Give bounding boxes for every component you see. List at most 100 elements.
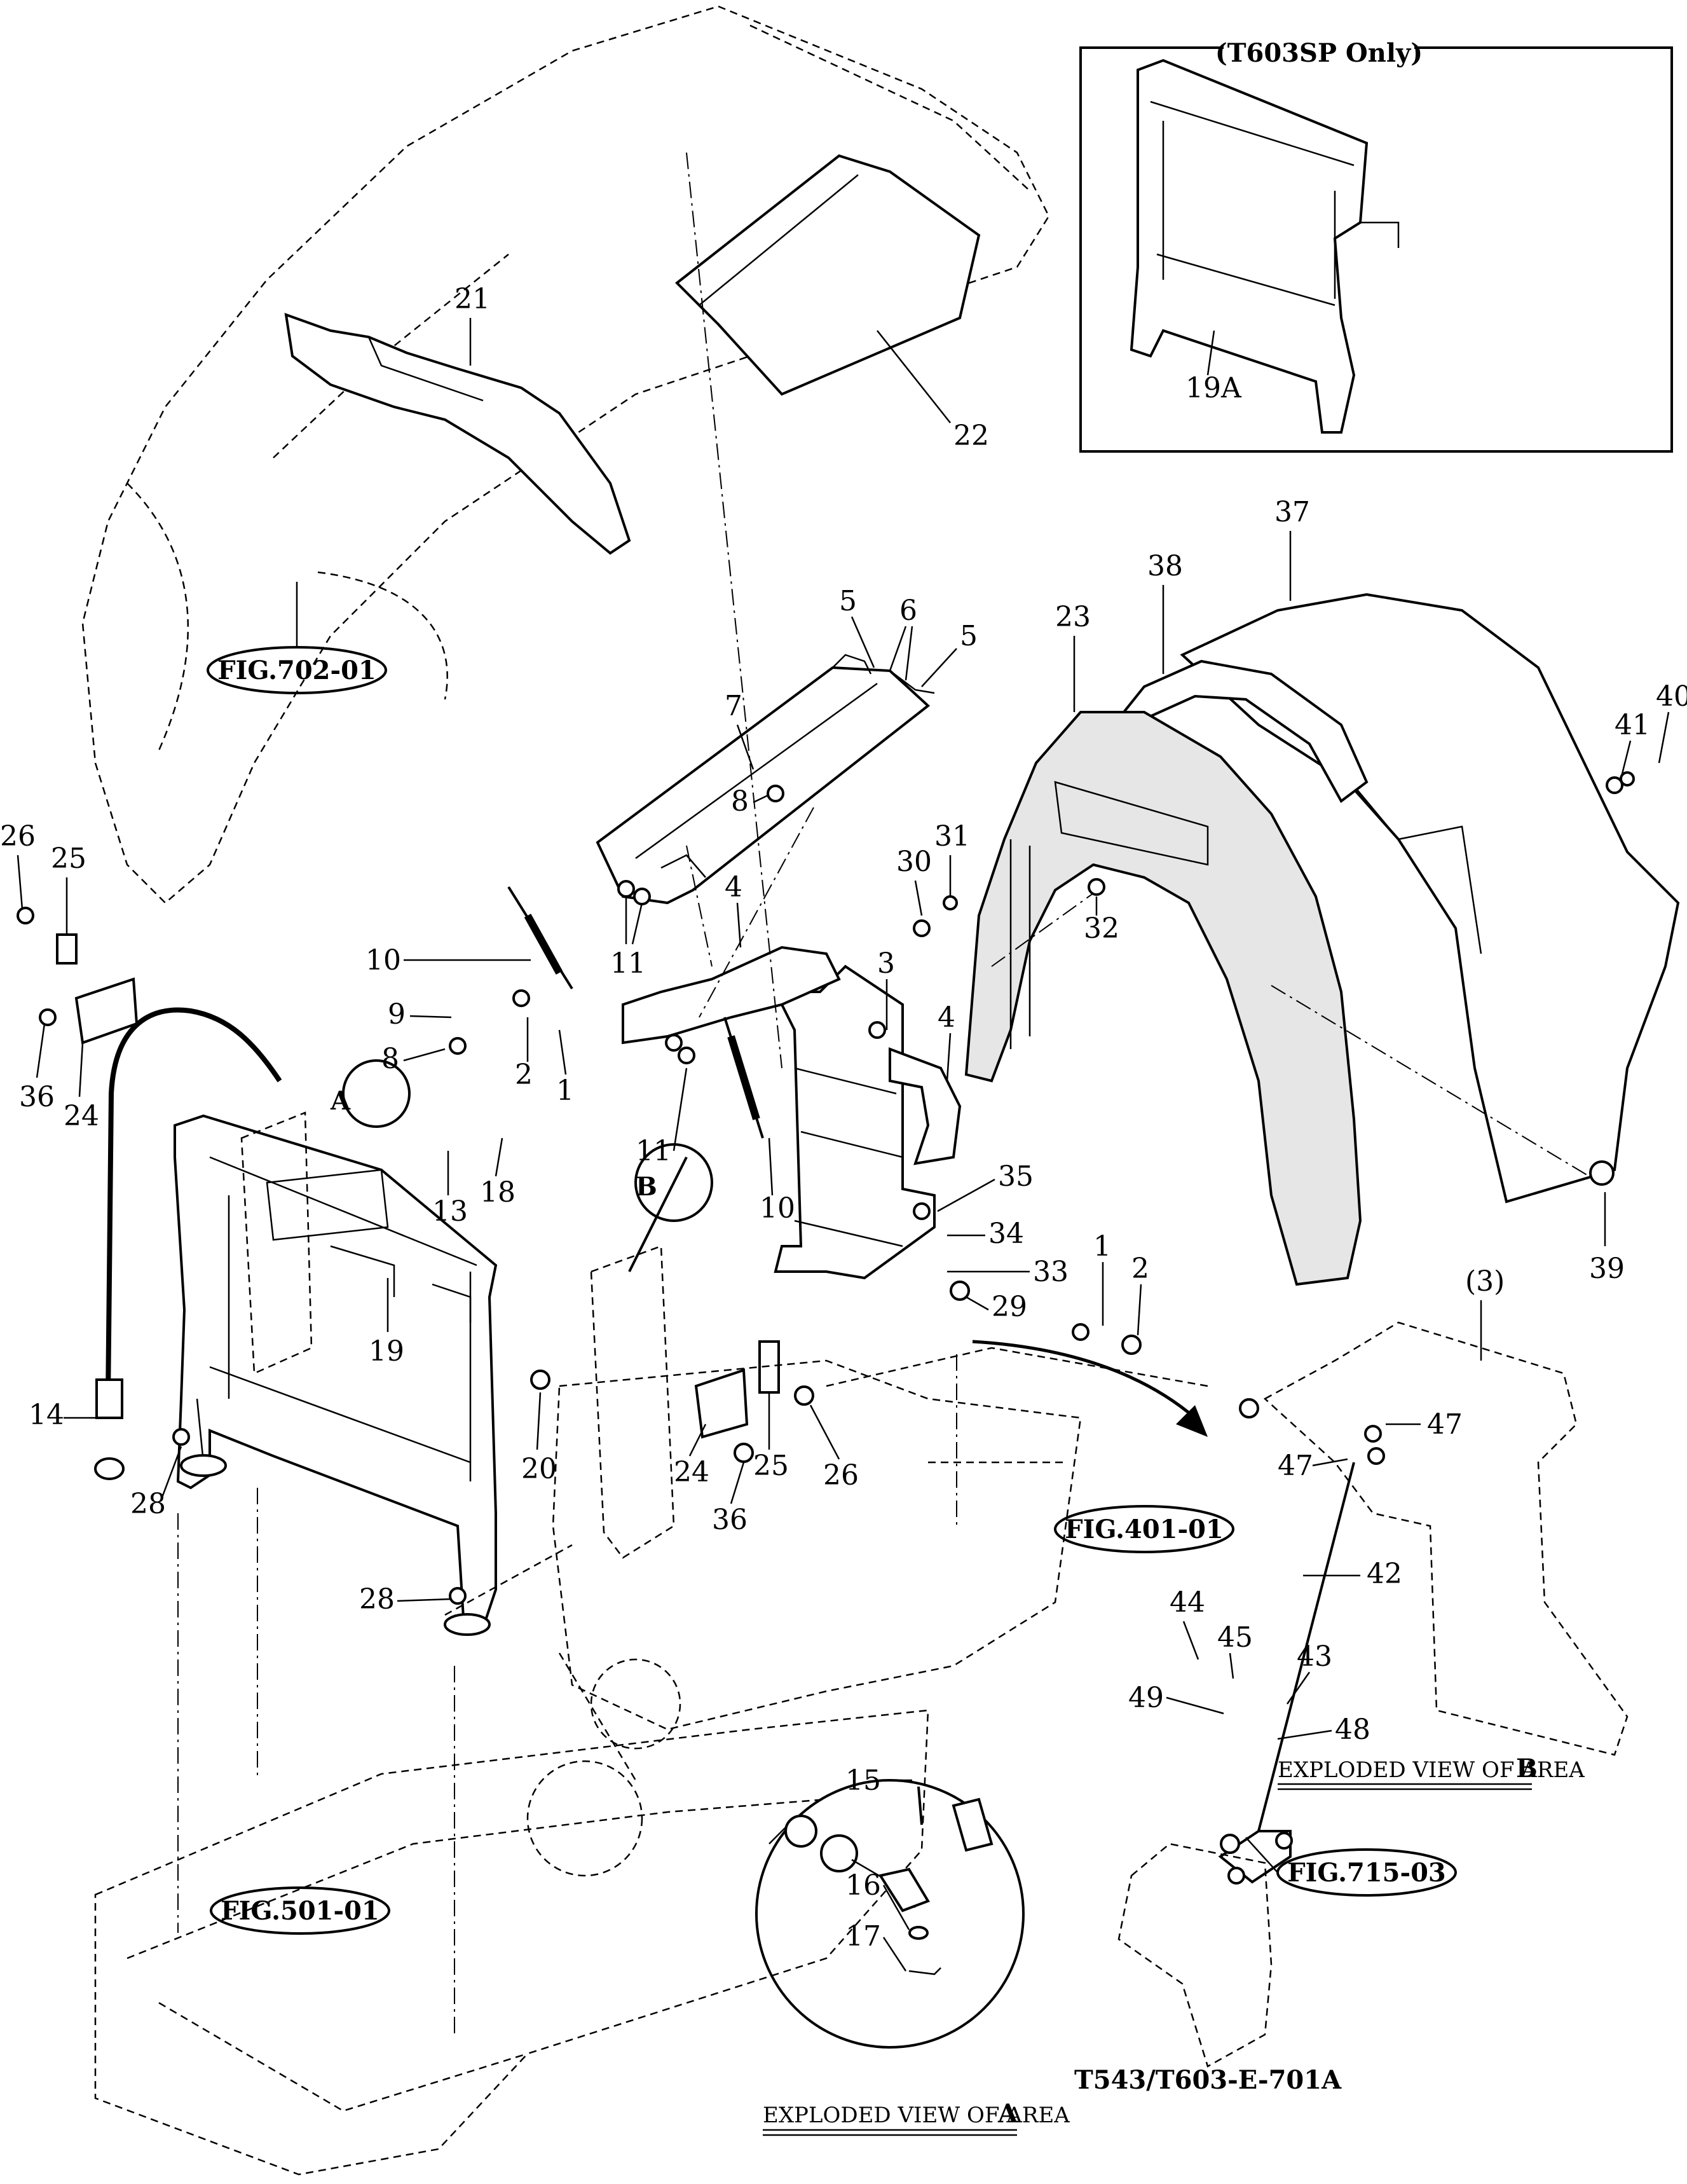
fender-37 bbox=[1180, 593, 1680, 1204]
gas-strut-10b bbox=[628, 1017, 764, 1272]
fasteners bbox=[17, 771, 1635, 1885]
hood-outline bbox=[81, 5, 1050, 904]
frame-19 bbox=[174, 1114, 498, 1636]
part-labels: 21 22 5 6 5 7 8 23 38 37 41 40 39 30 bbox=[0, 283, 1687, 1972]
part-label-24b: 24 bbox=[674, 1456, 709, 1488]
area-a-marker: A bbox=[330, 1059, 411, 1128]
area-a-letter: A bbox=[330, 1086, 351, 1116]
part-label-21: 21 bbox=[454, 283, 490, 315]
part-label-13: 13 bbox=[432, 1195, 468, 1228]
part-label-8b: 8 bbox=[381, 1043, 399, 1075]
part-label-35: 35 bbox=[998, 1160, 1034, 1193]
part-label-47a: 47 bbox=[1427, 1408, 1463, 1441]
part-label-5b: 5 bbox=[960, 620, 978, 652]
part-label-28a: 28 bbox=[130, 1488, 166, 1520]
part-label-14: 14 bbox=[29, 1399, 64, 1431]
part-label-22: 22 bbox=[953, 420, 989, 452]
chassis-outline bbox=[94, 1347, 1208, 2176]
part-label-25a: 25 bbox=[51, 842, 86, 875]
part-label-20: 20 bbox=[521, 1453, 557, 1485]
part-label-17: 17 bbox=[845, 1920, 881, 1953]
part-label-2a: 2 bbox=[515, 1059, 533, 1091]
part-label-3: 3 bbox=[877, 947, 895, 980]
part-label-45: 45 bbox=[1217, 1621, 1253, 1654]
part-label-18: 18 bbox=[480, 1176, 516, 1209]
part-label-40: 40 bbox=[1656, 680, 1687, 713]
part-label-48: 48 bbox=[1335, 1714, 1370, 1746]
fig-ref-715-label: FIG.715-03 bbox=[1287, 1858, 1446, 1888]
center-lines bbox=[177, 152, 1590, 2035]
part-label-10a: 10 bbox=[365, 944, 401, 977]
inset-title: (T603SP Only) bbox=[1215, 38, 1423, 68]
part-label-38: 38 bbox=[1147, 550, 1183, 582]
part-label-26a: 26 bbox=[0, 820, 36, 853]
part-label-26b: 26 bbox=[823, 1459, 859, 1492]
fender-23 bbox=[964, 711, 1362, 1286]
part-label-42: 42 bbox=[1367, 1558, 1402, 1590]
part-label-32: 32 bbox=[1084, 912, 1119, 945]
part-label-36b: 36 bbox=[712, 1504, 748, 1536]
part-label-10b: 10 bbox=[760, 1192, 795, 1225]
part-label-29: 29 bbox=[992, 1291, 1027, 1323]
drawing-code: T543/T603-E-701A bbox=[1074, 2065, 1342, 2095]
part-label-4a: 4 bbox=[725, 871, 742, 903]
fig-ref-715: FIG.715-03 bbox=[1245, 1837, 1457, 1897]
part-label-2b: 2 bbox=[1131, 1253, 1149, 1285]
part-label-47b: 47 bbox=[1278, 1450, 1313, 1482]
caption-area-b: EXPLODED VIEW OF AREA B bbox=[1278, 1754, 1585, 1790]
support-ref-3 bbox=[1263, 1321, 1629, 1756]
part-label-39: 39 bbox=[1589, 1253, 1625, 1285]
fig-ref-702: FIG.702-01 bbox=[207, 582, 387, 694]
part-label-11a: 11 bbox=[610, 947, 646, 980]
fig-ref-501-label: FIG.501-01 bbox=[221, 1896, 379, 1926]
fig-ref-401-label: FIG.401-01 bbox=[1065, 1514, 1224, 1544]
part-label-4b: 4 bbox=[938, 1001, 955, 1034]
hood-bracket-21 bbox=[284, 312, 631, 555]
part-label-34: 34 bbox=[988, 1218, 1024, 1250]
caption-area-b-text: EXPLODED VIEW OF AREA bbox=[1278, 1757, 1585, 1783]
detail-circle-a bbox=[755, 1779, 1025, 2049]
part-label-24a: 24 bbox=[64, 1100, 99, 1132]
fig-ref-501: FIG.501-01 bbox=[210, 1886, 390, 1935]
inset-part-label: 19A bbox=[1185, 372, 1242, 404]
part-label-30: 30 bbox=[896, 846, 932, 878]
part-label-37: 37 bbox=[1274, 496, 1310, 528]
part-label-6: 6 bbox=[899, 594, 917, 627]
part-label-15: 15 bbox=[845, 1764, 881, 1797]
part-label-23: 23 bbox=[1055, 601, 1091, 633]
part-label-41: 41 bbox=[1615, 709, 1650, 741]
mount-plate-7 bbox=[596, 654, 935, 905]
part-label-33: 33 bbox=[1033, 1256, 1069, 1288]
part-label-36a: 36 bbox=[19, 1081, 55, 1113]
fig-ref-401: FIG.401-01 bbox=[1054, 1505, 1234, 1553]
cable-14 bbox=[94, 1007, 282, 1480]
bracket-24b bbox=[694, 1340, 780, 1439]
part-label-31: 31 bbox=[934, 820, 970, 853]
center-upright bbox=[240, 1111, 675, 1559]
caption-area-a-text: EXPLODED VIEW OF AREA bbox=[763, 2103, 1070, 2128]
caption-area-a: EXPLODED VIEW OF AREA A bbox=[763, 2099, 1070, 2136]
fig-ref-702-label: FIG.702-01 bbox=[217, 656, 376, 685]
part-label-16: 16 bbox=[845, 1869, 881, 1902]
bracket-24a bbox=[56, 933, 139, 1045]
support-3 bbox=[622, 945, 962, 1280]
part-label-43: 43 bbox=[1297, 1640, 1332, 1673]
area-b-marker: B bbox=[634, 1143, 713, 1222]
caption-area-b-letter: B bbox=[1516, 1754, 1538, 1783]
part-label-1a: 1 bbox=[556, 1075, 574, 1107]
part-label-5a: 5 bbox=[839, 585, 857, 617]
area-b-letter: B bbox=[636, 1172, 657, 1202]
hood-panel-22 bbox=[674, 154, 981, 396]
part-label-9: 9 bbox=[388, 998, 406, 1031]
inset-box: (T603SP Only) 19A bbox=[1079, 32, 1673, 453]
part-label-19: 19 bbox=[369, 1335, 404, 1368]
part-label-3ref: (3) bbox=[1465, 1265, 1505, 1298]
part-label-11b: 11 bbox=[636, 1135, 671, 1167]
part-label-25b: 25 bbox=[753, 1450, 789, 1482]
part-label-28b: 28 bbox=[359, 1583, 395, 1616]
part-label-49: 49 bbox=[1128, 1682, 1164, 1714]
part-label-7: 7 bbox=[725, 690, 742, 722]
part-label-44: 44 bbox=[1170, 1586, 1205, 1619]
gas-strut-10a bbox=[507, 886, 573, 990]
